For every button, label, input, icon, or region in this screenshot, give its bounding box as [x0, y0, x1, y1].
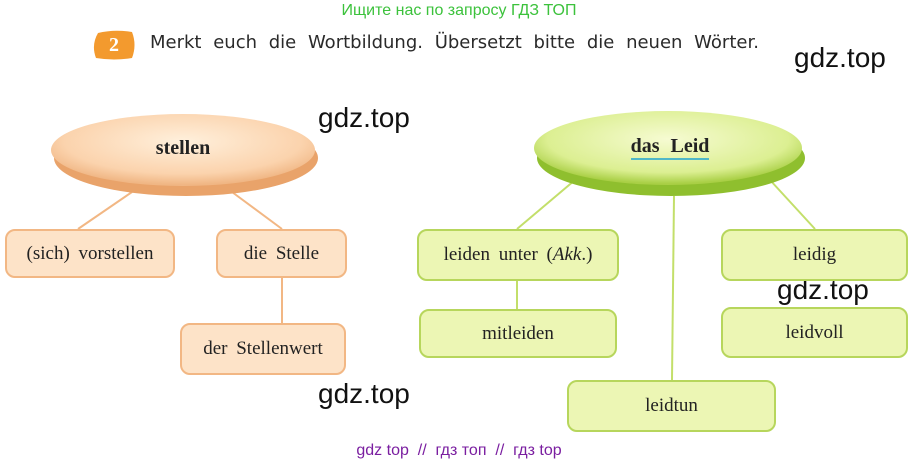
watermark: gdz.top	[794, 42, 886, 73]
word-box-leidtun: leidtun	[567, 380, 776, 432]
connector-line	[769, 179, 816, 230]
top-banner: Ищите нас по запросу ГДЗ ТОП	[341, 2, 577, 19]
word-box-leidvoll: leidvoll	[721, 307, 908, 358]
case-close: .)	[581, 244, 593, 265]
watermark: gdz.top	[318, 378, 410, 409]
connector-line	[671, 195, 675, 381]
footer-links: gdz top // гдз топ // гдз top	[356, 442, 562, 459]
word-box-der-stellenwert: der Stellenwert	[180, 323, 346, 375]
watermark: gdz.top	[318, 102, 410, 133]
task-number-badge: 2	[92, 30, 136, 60]
word-box-mitleiden: mitleiden	[419, 309, 617, 358]
root-word-das-leid: das Leid	[600, 135, 740, 160]
root-word-das-leid-text: das Leid	[630, 135, 710, 160]
root-word-stellen: stellen	[155, 137, 211, 159]
ellipse-stellen	[51, 114, 315, 186]
connector-line	[516, 179, 576, 230]
word-box-sich-vorstellen: (sich) vorstellen	[5, 229, 175, 278]
word-box-die-stelle: die Stelle	[216, 229, 347, 278]
connector-line	[77, 191, 133, 230]
ellipse-das-leid	[534, 111, 802, 185]
task-number: 2	[109, 34, 119, 56]
word-leiden-unter: leiden unter (	[443, 244, 553, 265]
connector-line	[231, 191, 283, 230]
case-akk: Akk	[552, 244, 582, 265]
word-box-leidig: leidig	[721, 229, 908, 281]
word-box-leiden-unter: leiden unter (Akk.)	[417, 229, 619, 281]
task-instruction: Merkt euch die Wortbildung. Übersetzt bi…	[150, 32, 759, 53]
badge-shape-icon	[93, 30, 135, 60]
